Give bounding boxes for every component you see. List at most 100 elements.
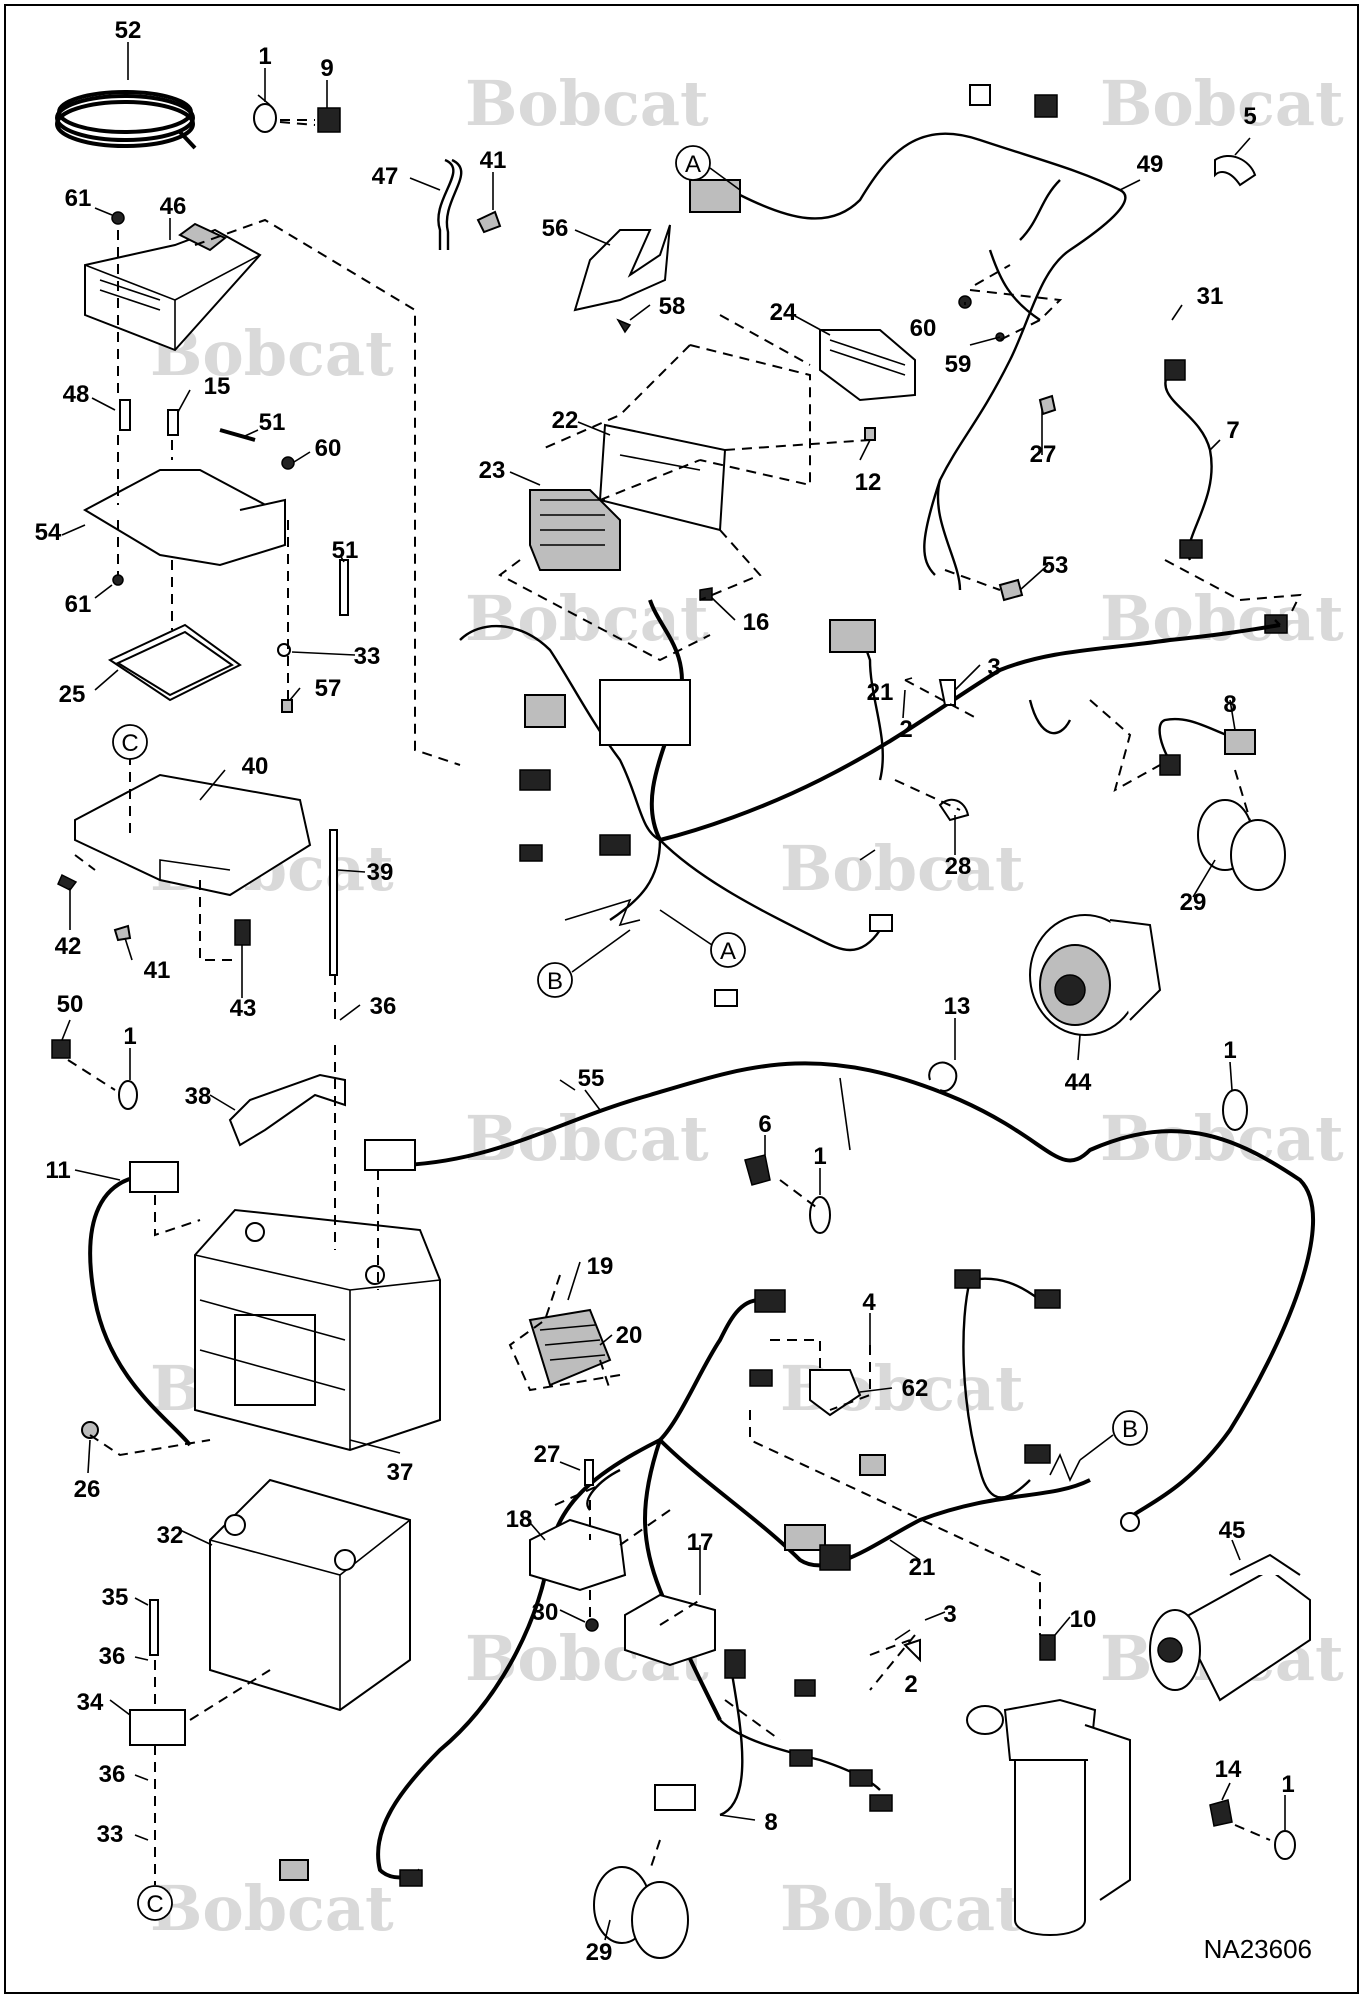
callout-36: 36 [370,993,397,1020]
reference-circle-b [537,962,573,998]
clamp-5 [1214,155,1257,187]
callout-45: 45 [1219,1517,1246,1544]
callout-6: 6 [758,1111,771,1138]
callout-29: 29 [1180,889,1207,916]
relay-18 [529,1518,627,1592]
fastener-6 [744,1154,771,1186]
clamp-1b [118,1080,138,1110]
callout-2: 2 [899,716,912,743]
clamp-1e [1274,1830,1296,1860]
bolt-35 [149,1599,159,1656]
callout-20: 20 [616,1322,643,1349]
reference-circle-c [112,724,148,760]
bolt-58 [616,318,632,334]
relay-17 [624,1593,716,1667]
callout-36b: 36 [99,1643,126,1670]
terminal-55 [364,1139,416,1171]
callout-17: 17 [687,1529,714,1556]
reference-markers: A A B B C C [112,145,1148,1921]
clip-42 [57,873,78,891]
clamp-1c [1222,1089,1248,1131]
callout-53: 53 [1042,552,1069,579]
reference-letter-a: A [685,151,701,178]
pin-51 [219,428,256,442]
callout-38: 38 [185,1083,212,1110]
callout-41b: 41 [144,957,171,984]
break-symbol-b [564,898,641,927]
coiled-cable-52 [55,90,197,150]
ring-29b [1230,819,1286,891]
callout-13: 13 [944,993,971,1020]
callout-2b: 2 [904,1671,917,1698]
terminal-11 [129,1161,179,1193]
bolt-15 [167,409,179,436]
battery-37 [194,1208,441,1452]
hold-down-38 [228,1073,346,1147]
callout-33: 33 [354,643,381,670]
callout-43: 43 [230,995,257,1022]
battery-32 [209,1478,411,1712]
callout-29b: 29 [586,1939,613,1966]
callout-60: 60 [315,435,342,462]
pin-51b [339,559,349,616]
callout-55: 55 [578,1065,605,1092]
callout-8: 8 [1223,691,1236,718]
callout-44: 44 [1065,1069,1092,1096]
callout-12: 12 [855,469,882,496]
callout-21b: 21 [909,1554,936,1581]
screw-12 [864,427,876,441]
alternator-44 [1029,914,1162,1036]
callout-33b: 33 [97,1821,124,1848]
callout-3b: 3 [943,1601,956,1628]
harness-21 [659,623,1281,842]
callout-25: 25 [59,681,86,708]
nut-61 [111,211,125,225]
callout-8b: 8 [764,1809,777,1836]
watermark: Bobcat [465,67,709,140]
callout-61: 61 [65,185,92,212]
fuse-block-20 [528,1308,612,1387]
callout-23: 23 [479,457,506,484]
bracket-56 [573,224,671,312]
callout-1d: 1 [813,1143,826,1170]
reference-letter-b: B [547,968,563,995]
callout-3: 3 [987,654,1000,681]
callout-58: 58 [659,293,686,320]
cable-11 [88,1173,192,1447]
bracket-3 [938,679,956,706]
break-symbol-b2 [1049,1453,1081,1482]
callout-47: 47 [372,163,399,190]
harness-49 [739,132,1127,591]
watermark: Bobcat [465,582,709,655]
connector-49a [689,179,741,213]
fastener-9 [317,107,341,133]
connector-43 [234,919,251,946]
starter-45 [1149,1553,1311,1702]
block-34 [129,1709,186,1746]
parts-artwork [51,84,1316,1959]
assembly-lines [67,119,1302,1885]
callout-32: 32 [157,1522,184,1549]
callout-50: 50 [57,991,84,1018]
clamp-1d [809,1196,831,1234]
callout-51: 51 [259,409,286,436]
callout-34: 34 [77,1689,104,1716]
connector-50 [51,1039,71,1059]
reference-circle-a [675,145,711,181]
reference-letter-a2: A [720,938,736,965]
drawing-code: NA23606 [1204,1934,1312,1964]
callout-57: 57 [315,675,342,702]
callout-60b: 60 [910,315,937,342]
connector-21a [829,619,876,653]
bolt-53 [998,578,1024,602]
callout-18: 18 [506,1506,533,1533]
reference-letter-c2: C [146,1891,163,1918]
watermark: Bobcat [780,832,1024,905]
watermark-layer: Bobcat Bobcat Bobcat Bobcat Bobcat Bobca… [150,67,1344,1945]
cover-40 [74,773,312,897]
reference-circle-a2 [710,932,746,968]
bolt-41b [113,924,132,942]
callout-46: 46 [160,193,187,220]
callout-7: 7 [1226,417,1239,444]
